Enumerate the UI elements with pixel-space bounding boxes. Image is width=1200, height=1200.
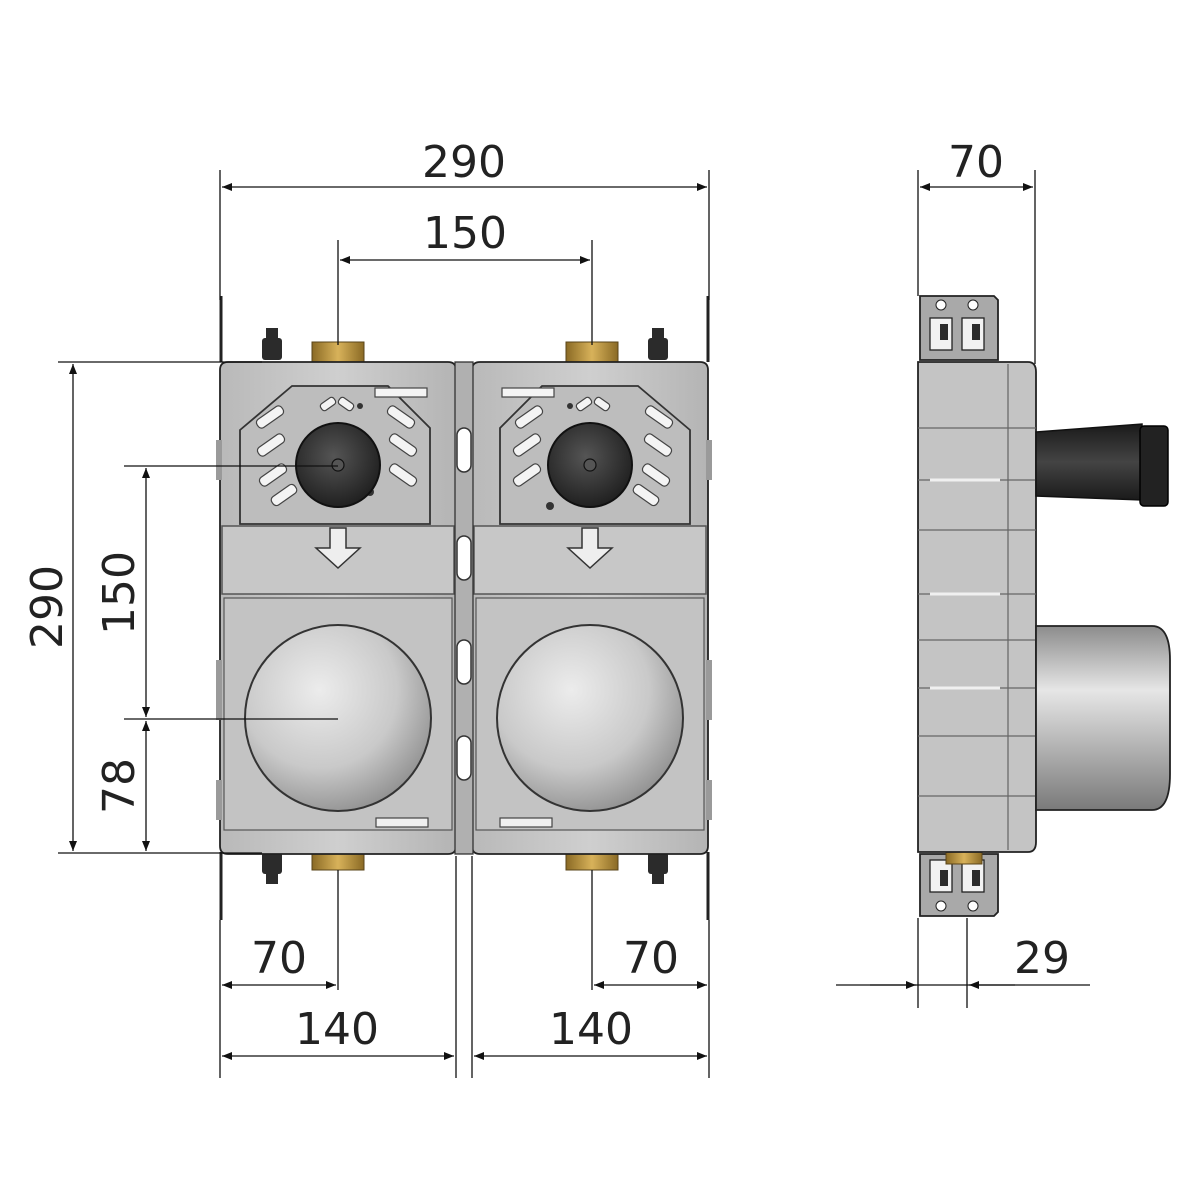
mounting-rail-top — [219, 296, 710, 362]
dimension-lines — [58, 170, 1090, 1078]
side-view — [917, 295, 1171, 917]
flow-arrow-right — [566, 527, 614, 570]
front-view — [216, 296, 712, 920]
flow-arrow-left — [314, 527, 362, 570]
side-bracket-top — [919, 295, 999, 361]
dimension-labels: 290 150 290 150 78 70 70 140 140 70 29 — [22, 137, 1070, 1055]
dim-outlet-spacing: 150 — [423, 208, 507, 259]
side-body — [917, 361, 1037, 853]
dome-cap-left — [244, 624, 432, 812]
dim-left-offset: 70 — [251, 933, 307, 984]
dim-vertical-spacing: 150 — [94, 551, 145, 635]
dim-overall-width: 290 — [422, 137, 506, 188]
clip-bottom-left — [262, 852, 282, 884]
dome-cap-right — [496, 624, 684, 812]
left-module — [216, 361, 457, 855]
dim-overall-height: 290 — [22, 565, 73, 649]
brass-connector-top-left — [311, 341, 365, 365]
side-bracket-bottom — [919, 851, 999, 917]
brass-connector-top-right — [565, 341, 619, 365]
dim-right-offset: 70 — [623, 933, 679, 984]
side-valve-stem — [1035, 423, 1169, 507]
dim-rail-offset: 29 — [1014, 933, 1070, 984]
dim-right-module-width: 140 — [549, 1004, 633, 1055]
dim-lower-offset: 78 — [94, 758, 145, 814]
dim-left-module-width: 140 — [295, 1004, 379, 1055]
right-module — [471, 361, 712, 855]
mounting-rail-bottom — [219, 852, 710, 920]
dim-depth: 70 — [948, 137, 1004, 188]
side-dome-cap — [1035, 625, 1171, 811]
clip-bottom-right — [648, 852, 668, 884]
clip-top-right — [648, 328, 668, 360]
clip-top-left — [262, 328, 282, 360]
connector-strip — [454, 361, 474, 855]
